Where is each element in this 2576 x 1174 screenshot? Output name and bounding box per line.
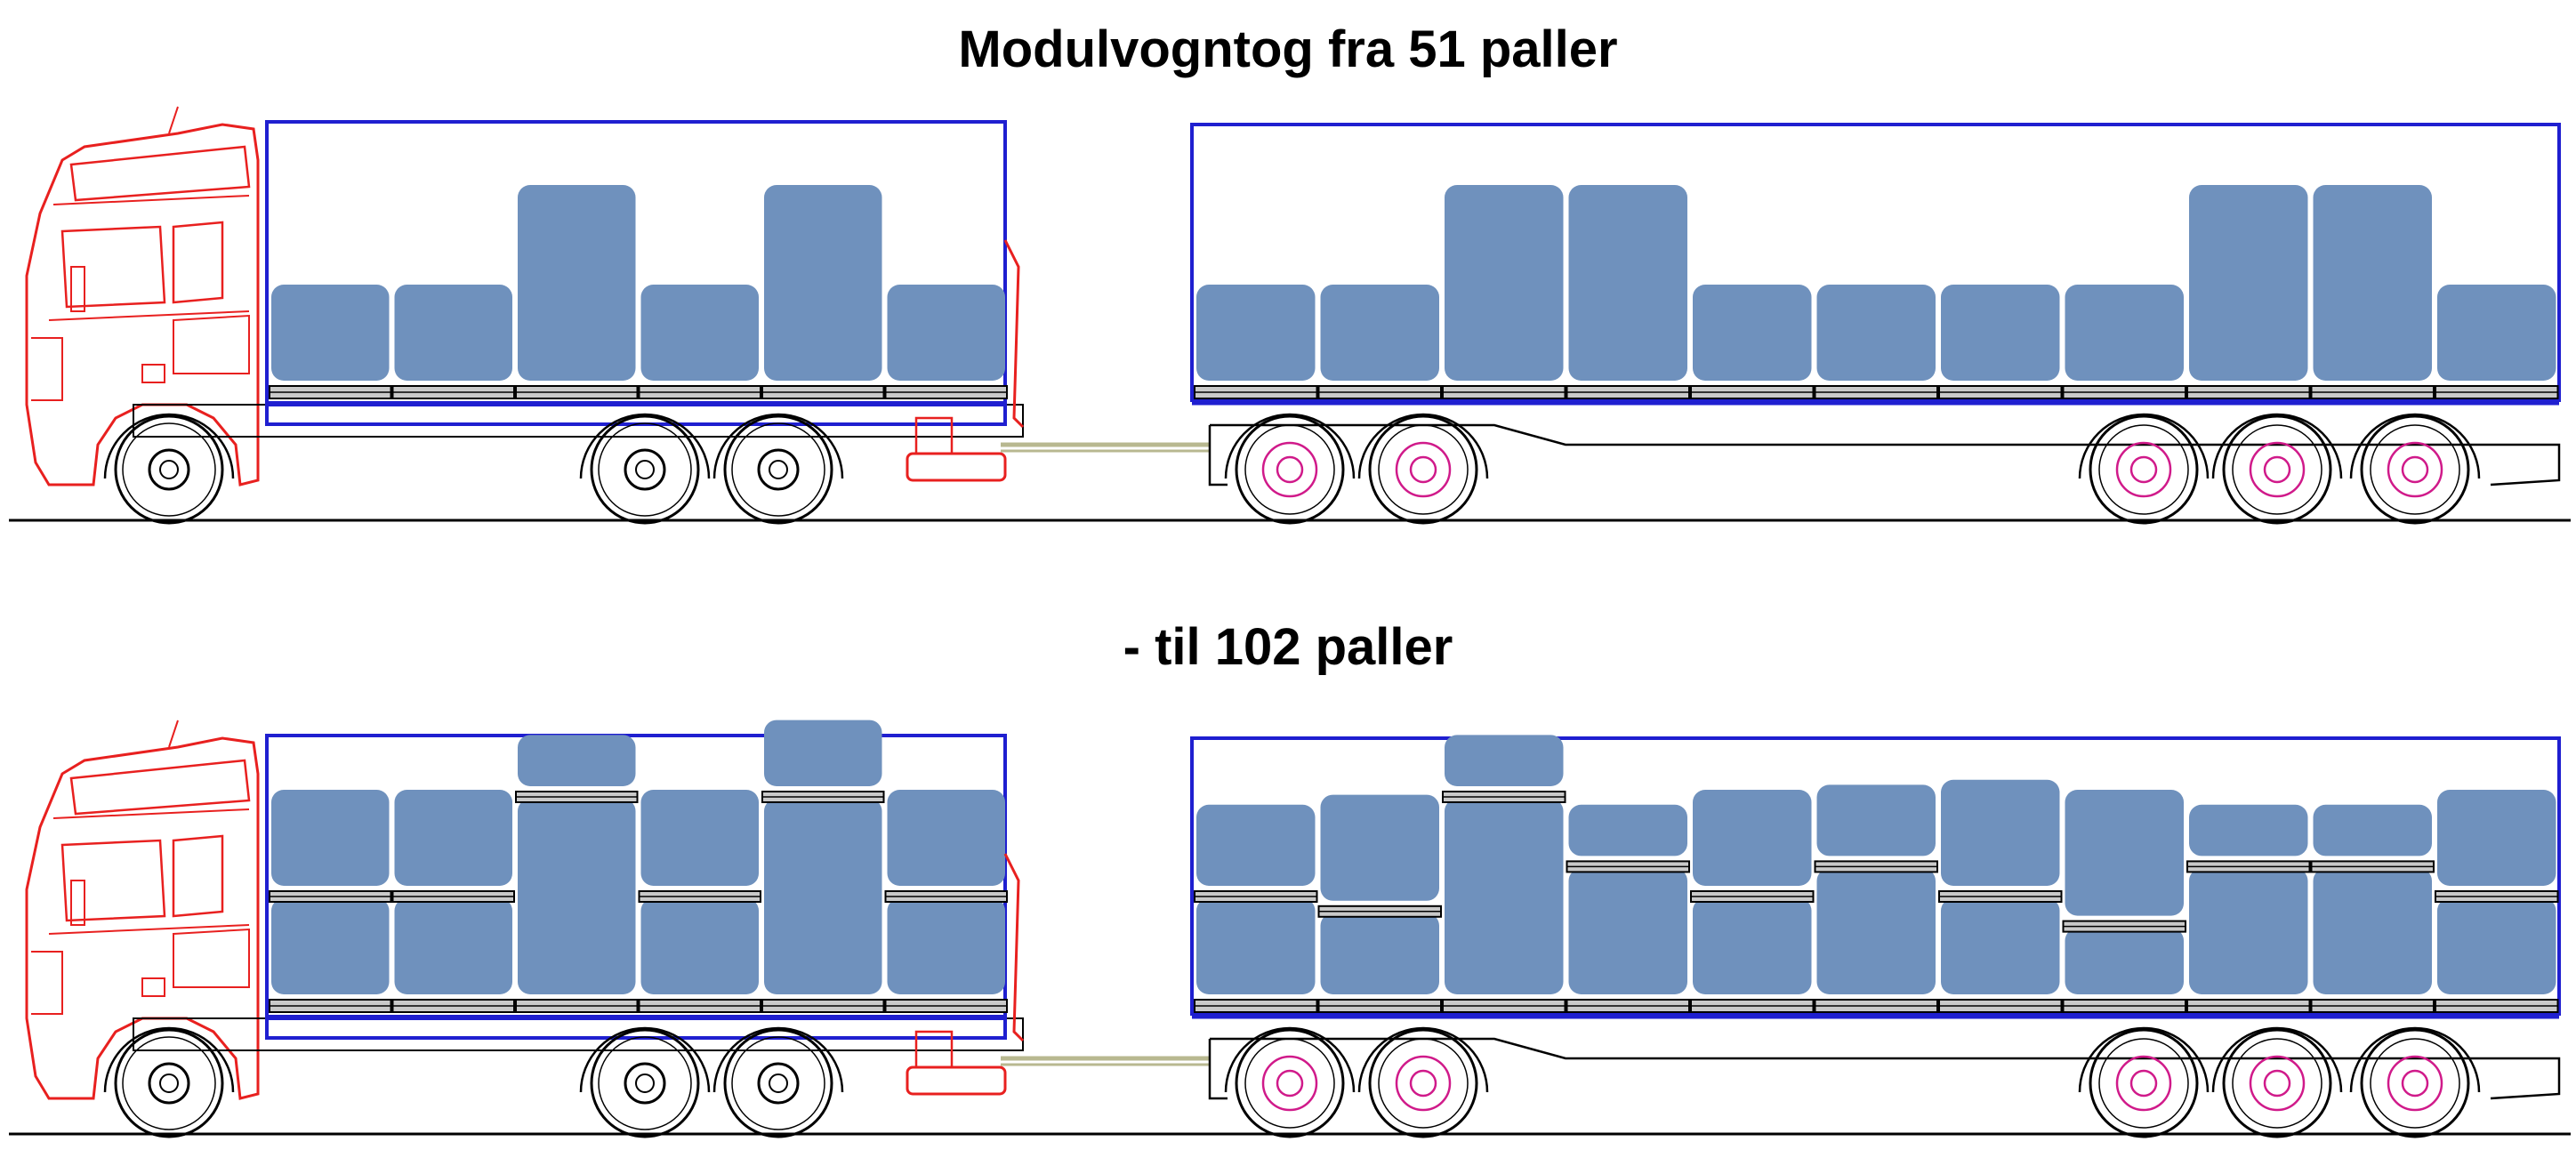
pallet <box>1816 784 1936 856</box>
trailer-wheel <box>2360 1028 2470 1138</box>
pallet <box>764 720 882 786</box>
pallet <box>1196 898 1316 994</box>
truck-wheel <box>723 1028 833 1138</box>
trailer-wheel <box>2222 1028 2332 1138</box>
truck-wheel <box>590 1028 700 1138</box>
wheel-arch <box>2349 413 2481 479</box>
wheel-arch <box>2078 413 2210 479</box>
wheel-arch <box>2078 1026 2210 1093</box>
tail-lift <box>1003 239 1025 429</box>
trailer-wheel <box>2360 414 2470 525</box>
trailer-wheel <box>2089 414 2199 525</box>
pallet <box>1445 735 1564 786</box>
pallet <box>1816 868 1936 994</box>
wheel-arch <box>712 413 844 479</box>
pallet <box>2065 928 2184 994</box>
pallet <box>2313 804 2432 856</box>
pallet <box>2189 804 2308 856</box>
pallet <box>764 185 882 381</box>
trailer-wheel <box>2089 1028 2199 1138</box>
pallet <box>2065 790 2184 916</box>
pallet <box>2313 868 2432 994</box>
trailer-chassis <box>1210 1037 2561 1100</box>
truck-wheel <box>590 414 700 525</box>
trailer-wheel <box>1368 414 1478 525</box>
pallet <box>394 898 512 994</box>
pallet <box>2437 285 2556 381</box>
wheel-arch <box>2349 1026 2481 1093</box>
pallet <box>2189 185 2308 381</box>
scene-102-pallets <box>9 719 2571 1138</box>
pallet <box>518 185 636 381</box>
pallet <box>2313 185 2432 381</box>
pallet <box>518 799 636 994</box>
trailer-front <box>1208 425 1228 486</box>
trailer-wheel <box>1235 1028 1345 1138</box>
pallet <box>1568 185 1687 381</box>
pallet <box>1568 868 1687 994</box>
wheel-arch <box>712 1026 844 1093</box>
wheel-arch <box>2211 413 2343 479</box>
pallet <box>1320 285 1439 381</box>
trailer-chassis <box>1210 423 2561 486</box>
pallet <box>1941 285 2060 381</box>
trailer-wheel <box>1235 414 1345 525</box>
truck-wheel <box>723 414 833 525</box>
truck-cab <box>25 719 260 1100</box>
coupling-base <box>906 452 1007 482</box>
wheel-arch <box>579 1026 711 1093</box>
wheel-arch <box>1224 1026 1356 1093</box>
pallet <box>394 790 512 886</box>
wheel-arch <box>1357 1026 1489 1093</box>
truck-wheel <box>114 1028 224 1138</box>
wheel-arch <box>1357 413 1489 479</box>
wheel-arch <box>1224 413 1356 479</box>
pallet <box>640 285 759 381</box>
wheel-arch <box>2211 1026 2343 1093</box>
tail-lift <box>1003 853 1025 1042</box>
coupling-base <box>906 1065 1007 1096</box>
pallet <box>1196 285 1316 381</box>
trailer-wheel <box>1368 1028 1478 1138</box>
pallet <box>1693 898 1812 994</box>
pallet <box>887 285 1005 381</box>
wheel-arch <box>103 1026 235 1093</box>
trailer-wheel <box>2222 414 2332 525</box>
title-51-pallets: Modulvogntog fra 51 paller <box>958 20 1618 78</box>
pallet <box>887 790 1005 886</box>
pallet <box>1941 779 2060 886</box>
pallet <box>764 799 882 994</box>
pallet <box>2437 898 2556 994</box>
pallet <box>1196 804 1316 886</box>
pallet <box>271 790 390 886</box>
trailer-front <box>1208 1039 1228 1100</box>
pallet <box>394 285 512 381</box>
pallet <box>1320 913 1439 994</box>
pallet <box>1445 185 1564 381</box>
truck-cab <box>25 105 260 486</box>
wheel-arch <box>103 413 235 479</box>
wheel-arch <box>579 413 711 479</box>
pallet <box>640 790 759 886</box>
pallet <box>1320 794 1439 901</box>
title-102-pallets: - til 102 paller <box>1123 618 1453 676</box>
pallet <box>1445 799 1564 994</box>
pallet <box>640 898 759 994</box>
pallet <box>1941 898 2060 994</box>
pallet <box>2189 868 2308 994</box>
truck-wheel <box>114 414 224 525</box>
pallet <box>887 898 1005 994</box>
pallet <box>1693 285 1812 381</box>
pallet <box>1693 790 1812 886</box>
pallet <box>2065 285 2184 381</box>
pallet <box>271 898 390 994</box>
pallet <box>2437 790 2556 886</box>
pallet <box>271 285 390 381</box>
pallet <box>1568 804 1687 856</box>
pallet <box>1816 285 1936 381</box>
pallet <box>518 735 636 786</box>
scene-51-pallets <box>9 105 2571 525</box>
